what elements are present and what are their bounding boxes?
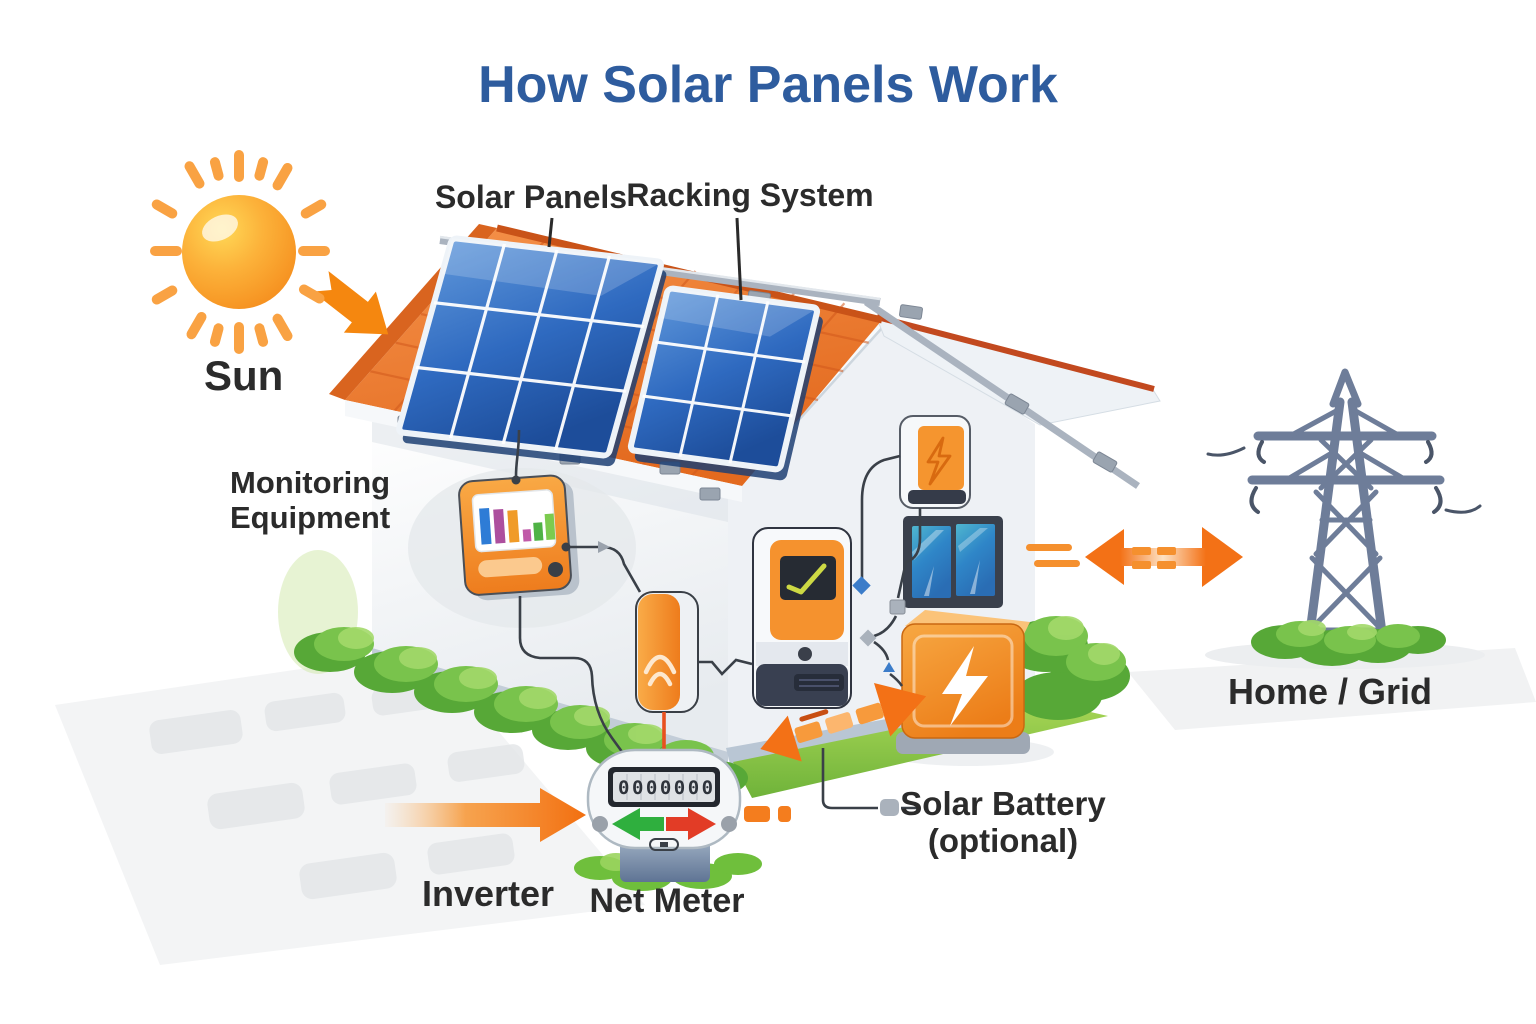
label-solar-battery-line1: Solar Battery [900,785,1106,822]
bushes-tower [1251,620,1446,666]
shutdown-device [635,591,699,713]
page-title: How Solar Panels Work [478,56,1058,114]
sun-icon [150,150,330,354]
net-meter-display: 0000000 [618,777,716,799]
inverter-arrow [385,788,586,842]
label-monitoring-equipment: Monitoring Equipment [230,465,391,535]
label-monitoring-line2: Equipment [230,499,391,535]
label-racking-system: Racking System [626,177,874,213]
bushes-right-corner [1004,616,1130,720]
solar-battery [896,610,1030,754]
meter-green-arrow [612,808,664,840]
label-solar-battery: Solar Battery (optional) [878,785,1128,860]
sun-arrow [312,271,389,335]
battery-arrow [760,682,927,762]
flow-arrows [312,271,1243,842]
disconnect-box [899,415,971,509]
label-inverter: Inverter [421,873,555,914]
wiring [511,429,922,816]
label-home-grid: Home / Grid [1227,671,1433,712]
solar-panel-array-left [396,235,667,467]
label-sun: Sun [204,352,284,399]
window [903,516,1003,608]
solar-panel-array-right [627,285,823,481]
label-net-meter: Net Meter [589,882,745,920]
transmission-tower [1206,368,1482,653]
meter-red-arrow [666,808,716,840]
net-meter-device: 0000000 [574,748,762,891]
monitoring-chart-bars [479,507,556,545]
grid-arrow [1026,527,1243,587]
inverter-device [752,527,852,709]
leader-lines [547,217,743,301]
label-solar-panels: Solar Panels [434,179,628,215]
label-monitoring-line1: Monitoring [230,465,391,500]
monitoring-equipment [408,468,636,628]
label-solar-battery-line2: (optional) [927,821,1079,859]
